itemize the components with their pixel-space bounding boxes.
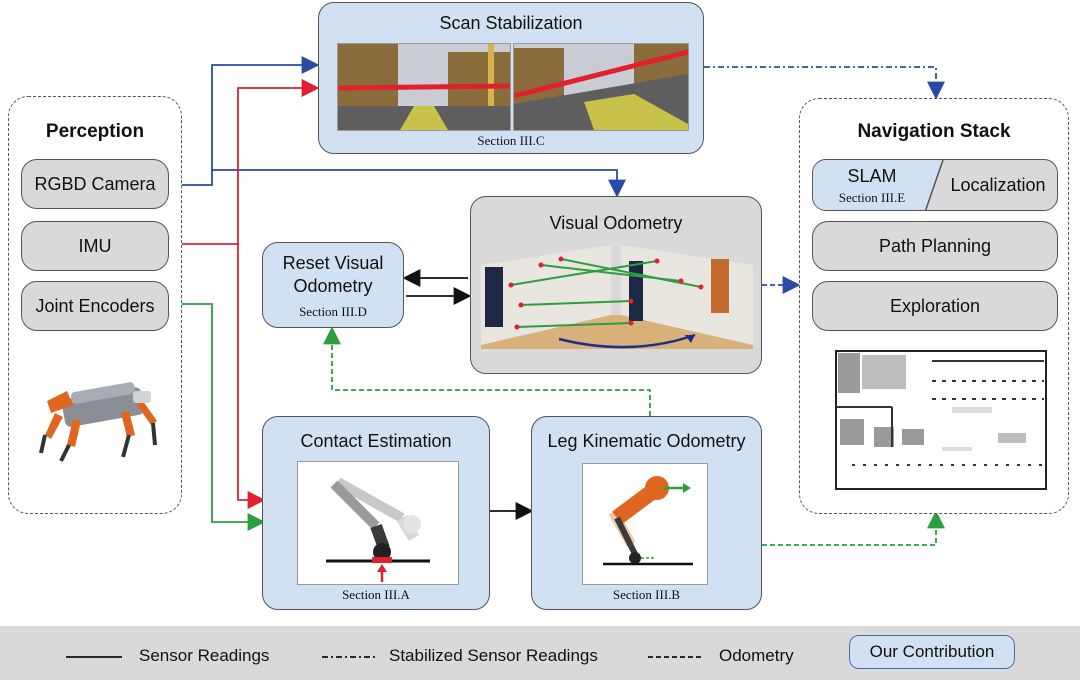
legend-lines [66,656,704,658]
slam-localization-box: SLAM Section III.E Localization [812,159,1058,211]
legend-bar: Sensor Readings Stabilized Sensor Readin… [0,626,1080,680]
leg-odometry-section: Section III.B [612,587,681,602]
camera-to-scan-line [168,56,320,186]
rgbd-camera-box: RGBD Camera [21,159,169,209]
encoders-to-contact-line [168,303,266,531]
localization-label: Localization [950,175,1046,195]
slam-split-shape [813,160,944,210]
visual-odometry-box: Visual Odometry [470,196,762,374]
navigation-title: Navigation Stack [857,121,1011,142]
imu-box: IMU [21,221,169,271]
scan-left-image [337,43,511,131]
legend-sensor-readings: Sensor Readings [139,646,270,665]
occupancy-map-image [832,347,1050,493]
leg-to-nav-line [762,510,945,546]
reset-visual-odometry-box: Reset Visual Odometry Section III.D [262,242,404,328]
camera-to-vo-line [212,169,626,198]
leg-to-reset-line [323,326,651,416]
contact-estimation-section: Section III.A [342,587,410,602]
reset-vo-section: Section III.D [299,304,367,319]
leg-odometry-image [582,463,708,585]
contact-estimation-title: Contact Estimation [300,431,452,451]
perception-group: Perception RGBD Camera IMU Joint Encoder… [8,96,182,514]
contact-estimation-box: Contact Estimation Section III.A [262,416,490,610]
scan-right-image [513,43,689,131]
legend-our-contribution: Our Contribution [849,635,1015,669]
perception-title: Perception [45,121,145,142]
slam-section: Section III.E [838,190,906,205]
scan-stabilization-section: Section III.C [477,133,545,148]
path-planning-box: Path Planning [812,221,1058,271]
reset-vo-title-line2: Odometry [293,276,373,296]
scan-stabilization-box: Scan Stabilization Section III.C [318,2,704,154]
navigation-stack-group: Navigation Stack SLAM Section III.E Loca… [799,98,1069,514]
imu-to-scan-line [168,79,320,245]
exploration-box: Exploration [812,281,1058,331]
reset-vo-title-line1: Reset Visual [282,253,384,273]
leg-kinematic-odometry-box: Leg Kinematic Odometry Section III.B [531,416,762,610]
scan-to-nav-line [704,66,945,100]
visual-odometry-image [481,245,753,349]
slam-label: SLAM [847,166,897,186]
legend-stabilized-readings: Stabilized Sensor Readings [389,646,598,665]
legend-odometry: Odometry [719,646,794,665]
scan-stabilization-title: Scan Stabilization [439,13,583,33]
imu-to-contact-line [237,244,266,509]
visual-odometry-title: Visual Odometry [549,213,683,233]
contact-leg-image [297,461,459,585]
joint-encoders-box: Joint Encoders [21,281,169,331]
leg-odometry-title: Leg Kinematic Odometry [547,431,746,451]
quadruped-robot-image [39,382,157,462]
